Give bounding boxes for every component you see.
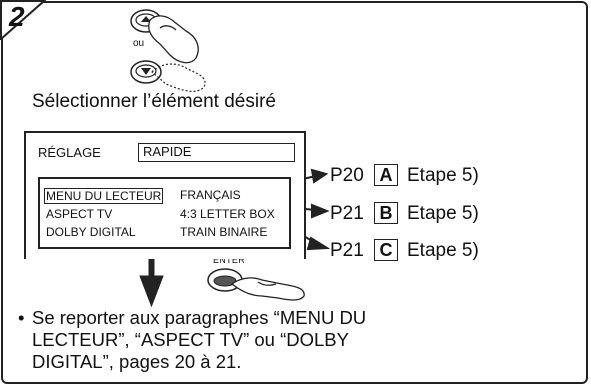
menu-item-label: MENU DU LECTEUR [44,188,164,204]
reference-step: Etape 5) [407,240,479,261]
step-number: 2 [9,1,25,32]
reference-letter: C [374,239,398,261]
settings-label: RÉGLAGE [38,145,101,160]
reference-letter: A [374,164,398,186]
menu-item-value: FRANÇAIS [180,188,241,202]
reference-page: P21 [330,240,364,261]
bullet-icon: • [18,307,25,328]
enter-hand-icon [230,277,305,301]
menu-item-value: 4:3 LETTER BOX [180,207,275,221]
note-text: Se reporter aux paragraphes “MENU DU LEC… [32,307,367,372]
step-badge: 2 [0,0,46,40]
reference-step: Etape 5) [407,165,479,186]
down-arrow-button-icon [130,60,162,84]
reference-letter: B [374,202,398,224]
reference-page: P21 [330,203,364,224]
instruction-text: Sélectionner l’élément désiré [32,91,276,112]
menu-item-value: TRAIN BINAIRE [180,225,268,239]
menu-item-label: ASPECT TV [46,207,113,221]
dotted-hand-icon [151,63,206,92]
settings-menu: MENU DU LECTEUR FRANÇAIS ASPECT TV 4:3 L… [38,177,291,249]
pressing-hand-icon [148,15,199,64]
settings-value: RAPIDE [138,143,295,162]
tv-screen: RÉGLAGE RAPIDE MENU DU LECTEUR FRANÇAIS … [24,131,306,259]
menu-item-label: DOLBY DIGITAL [46,225,136,239]
enter-label: ENTER [213,255,246,265]
reference-page: P20 [330,165,364,186]
reference-step: Etape 5) [407,203,479,224]
or-label: ou [133,38,145,49]
